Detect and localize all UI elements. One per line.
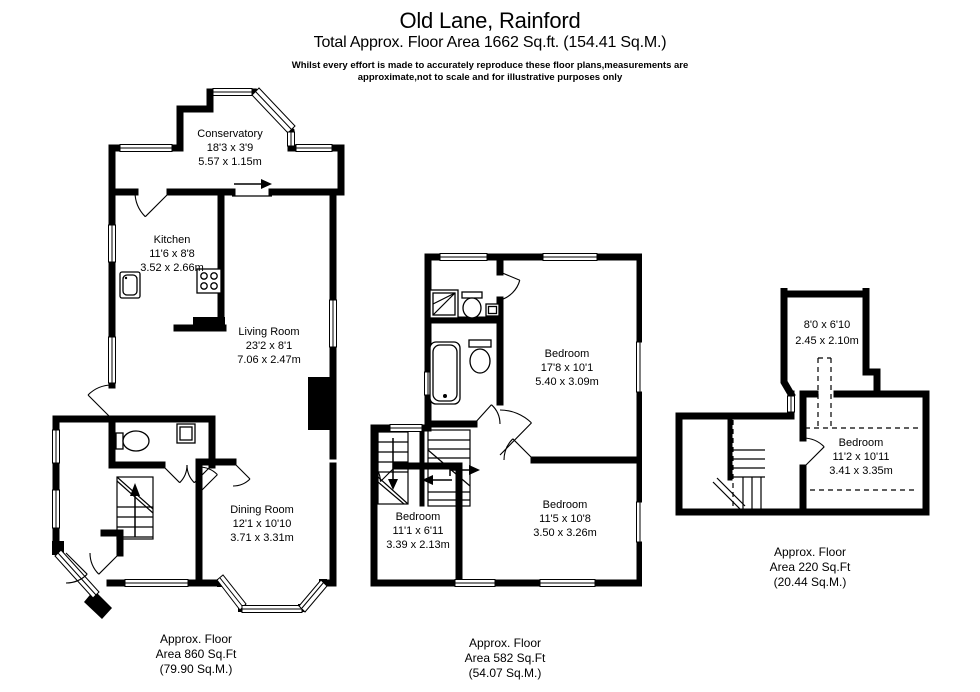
second-floor-plan: 8'0 x 6'10 2.45 x 2.10m Bedroom 11'2 x 1… — [675, 288, 930, 516]
caption-line: Area 860 Sq.Ft — [155, 647, 237, 661]
svg-text:11'5 x 10'8: 11'5 x 10'8 — [539, 513, 591, 525]
window — [389, 253, 642, 587]
first-floor-caption: Approx. Floor Area 582 Sq.Ft (54.07 Sq.M… — [395, 636, 615, 681]
caption-line: (79.90 Sq.M.) — [159, 662, 233, 676]
dining-room-label: Dining Room 12'1 x 10'10 3.71 x 3.31m — [230, 504, 294, 544]
toilet — [461, 291, 483, 319]
caption-line: (20.44 Sq.M.) — [773, 575, 847, 589]
second-floor-walls — [675, 288, 930, 516]
direction-arrows — [422, 464, 480, 485]
bedroom3-label: Bedroom 11'5 x 10'8 3.50 x 3.26m — [533, 499, 597, 539]
svg-text:5.57 x 1.15m: 5.57 x 1.15m — [198, 156, 262, 168]
total-area-subtitle: Total Approx. Floor Area 1662 Sq.ft. (15… — [313, 34, 667, 51]
disclaimer-line1: Whilst every effort is made to accuratel… — [291, 60, 689, 71]
svg-text:3.50 x 3.26m: 3.50 x 3.26m — [533, 527, 597, 539]
ground-floor-caption: Approx. Floor Area 860 Sq.Ft (79.90 Sq.M… — [86, 632, 306, 677]
bedroom2-label: Bedroom 11'1 x 6'11 3.39 x 2.13m — [386, 511, 450, 551]
kitchen-sink — [119, 271, 141, 299]
svg-text:Bedroom: Bedroom — [543, 499, 588, 511]
caption-line: Approx. Floor — [468, 636, 542, 650]
svg-text:12'1 x 10'10: 12'1 x 10'10 — [233, 518, 292, 530]
second-floor-caption: Approx. Floor Area 220 Sq.Ft (20.44 Sq.M… — [700, 545, 920, 590]
svg-text:Conservatory: Conservatory — [197, 128, 263, 140]
window — [52, 87, 337, 613]
window — [787, 395, 795, 413]
svg-text:5.40 x 3.09m: 5.40 x 3.09m — [535, 376, 599, 388]
caption-line: Area 582 Sq.Ft — [464, 651, 546, 665]
svg-text:11'6 x 8'8: 11'6 x 8'8 — [149, 248, 195, 260]
conservatory-label: Conservatory 18'3 x 3'9 5.57 x 1.15m — [197, 128, 263, 168]
bathtub — [429, 341, 461, 405]
svg-text:8'0 x 6'10: 8'0 x 6'10 — [804, 319, 850, 331]
staircase — [712, 449, 765, 511]
caption-line: (54.07 Sq.M.) — [468, 666, 542, 680]
loft-room-label: 8'0 x 6'10 2.45 x 2.10m — [795, 319, 859, 347]
svg-text:7.06 x 2.47m: 7.06 x 2.47m — [237, 354, 301, 366]
svg-text:3.52 x 2.66m: 3.52 x 2.66m — [140, 262, 204, 274]
disclaimer-line2: approximate,not to scale and for illustr… — [357, 72, 623, 83]
svg-text:Living Room: Living Room — [238, 326, 299, 338]
first-floor-plan: Bedroom 17'8 x 10'1 5.40 x 3.09m Bedroom… — [370, 253, 642, 587]
page-title: Old Lane, Rainford — [399, 8, 581, 33]
basin — [485, 303, 500, 317]
caption-line: Approx. Floor — [773, 545, 847, 559]
svg-text:Bedroom: Bedroom — [545, 348, 590, 360]
ground-floor-plan: Conservatory 18'3 x 3'9 5.57 x 1.15m Kit… — [52, 87, 345, 619]
living-room-label: Living Room 23'2 x 8'1 7.06 x 2.47m — [237, 326, 301, 366]
wc-toilet — [115, 430, 150, 452]
reduced-headroom-dashes — [732, 357, 920, 508]
caption-line: Approx. Floor — [159, 632, 233, 646]
first-floor-walls — [370, 253, 642, 587]
bedroom1-label: Bedroom 17'8 x 10'1 5.40 x 3.09m — [535, 348, 599, 388]
door-arc — [802, 437, 825, 469]
svg-text:17'8 x 10'1: 17'8 x 10'1 — [541, 362, 594, 374]
svg-text:18'3 x 3'9: 18'3 x 3'9 — [207, 142, 253, 154]
door-arc — [373, 271, 535, 482]
svg-text:3.41 x 3.35m: 3.41 x 3.35m — [829, 465, 893, 477]
staircase — [116, 476, 154, 540]
passage-arrow — [234, 179, 272, 189]
svg-text:23'2 x 8'1: 23'2 x 8'1 — [246, 340, 292, 352]
svg-text:Kitchen: Kitchen — [154, 234, 191, 246]
hob — [196, 268, 222, 294]
shower — [429, 289, 459, 319]
svg-text:3.39 x 2.13m: 3.39 x 2.13m — [386, 539, 450, 551]
svg-text:11'2 x 10'11: 11'2 x 10'11 — [832, 451, 889, 463]
wc-sink — [176, 423, 196, 444]
kitchen-label: Kitchen 11'6 x 8'8 3.52 x 2.66m — [140, 234, 204, 274]
ground-floor-walls — [52, 88, 345, 619]
porch-wall-corner — [84, 590, 112, 619]
bedroom-label: Bedroom 11'2 x 10'11 3.41 x 3.35m — [829, 437, 893, 477]
staircase — [377, 429, 471, 507]
svg-text:11'1 x 6'11: 11'1 x 6'11 — [393, 525, 444, 537]
svg-text:3.71 x 3.31m: 3.71 x 3.31m — [230, 532, 294, 544]
svg-text:Bedroom: Bedroom — [396, 511, 441, 523]
door-arc — [65, 191, 251, 584]
svg-text:2.45 x 2.10m: 2.45 x 2.10m — [795, 335, 859, 347]
caption-line: Area 220 Sq.Ft — [769, 560, 851, 574]
toilet — [468, 339, 492, 374]
svg-text:Dining Room: Dining Room — [230, 504, 294, 516]
svg-text:Bedroom: Bedroom — [839, 437, 884, 449]
